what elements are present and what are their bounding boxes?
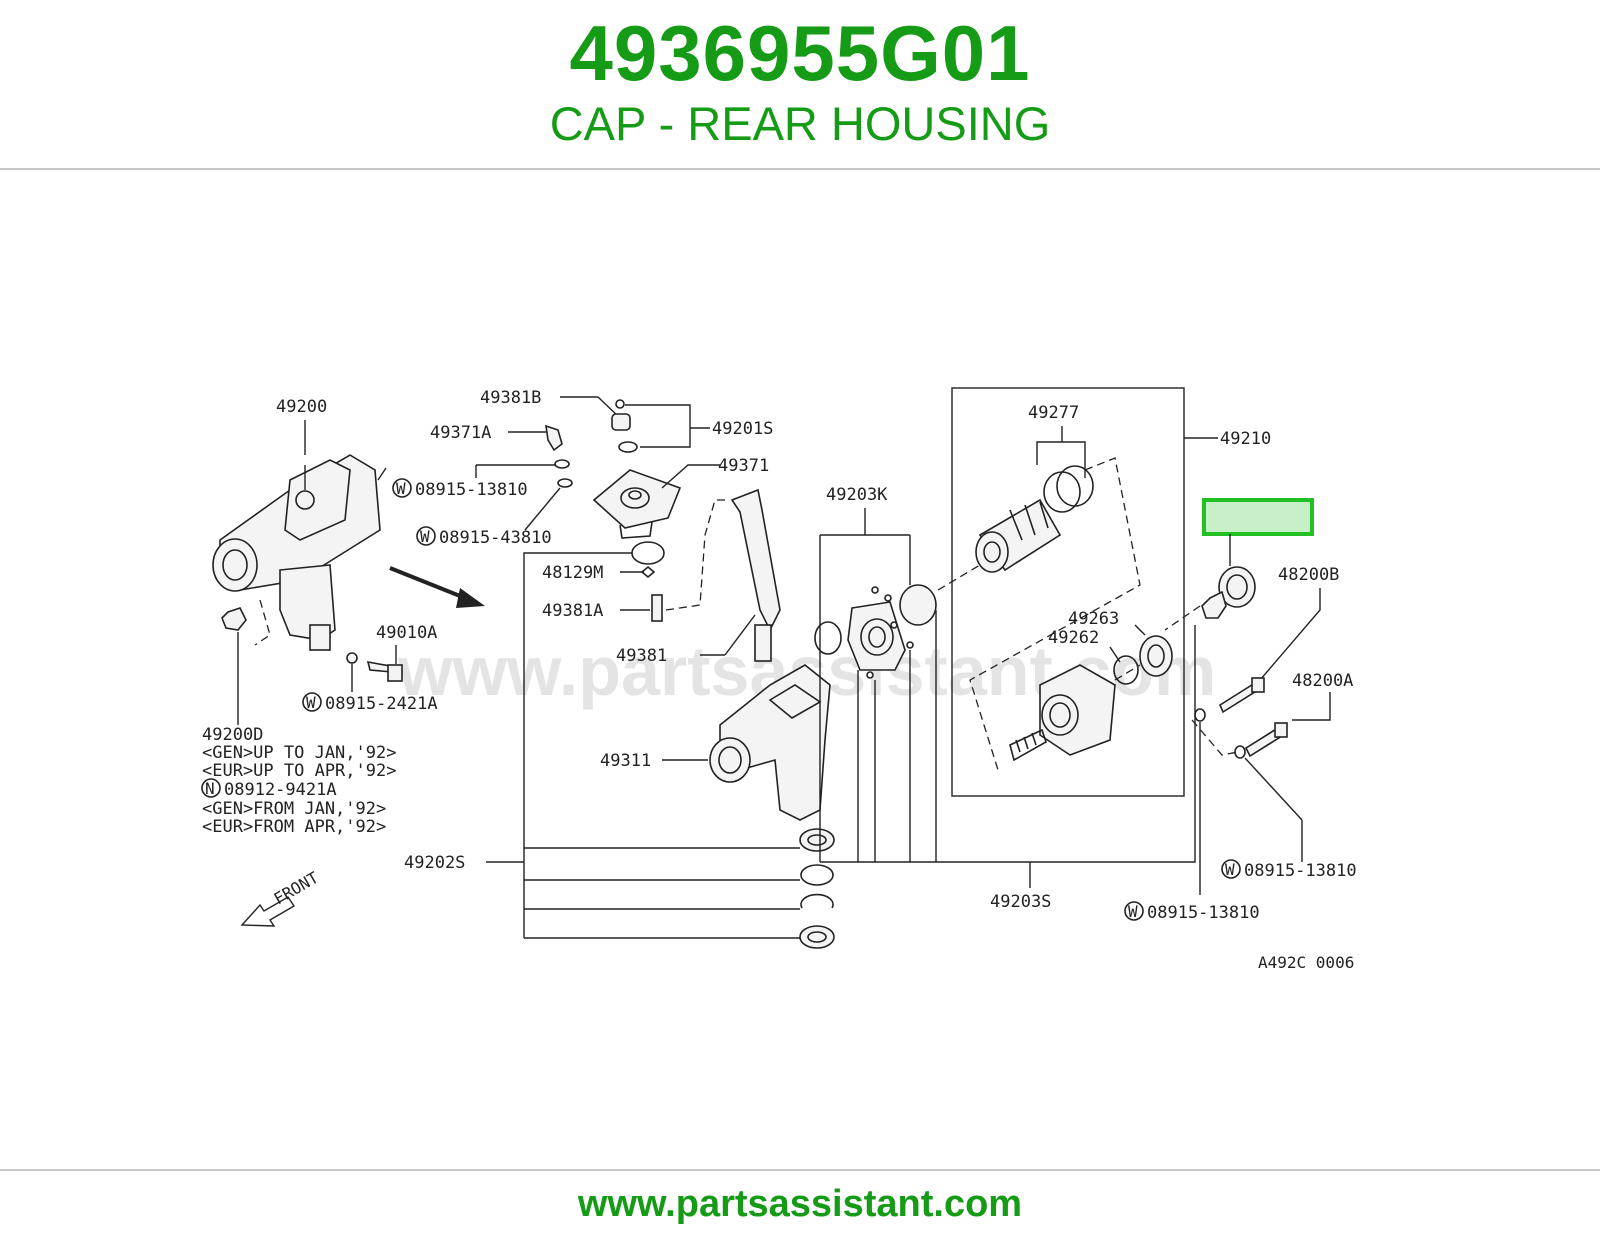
label-49210: 49210: [1220, 429, 1271, 449]
label-49200: 49200: [276, 397, 327, 417]
seal-49263: [1139, 635, 1173, 677]
label-08912-9421a: 08912-9421A: [224, 780, 337, 800]
o-ring-49262: [1113, 655, 1139, 685]
label-eur-from: <EUR>FROM APR,'92>: [202, 817, 386, 837]
seal-1: [799, 828, 835, 852]
w-circle-letter-4: W: [1128, 902, 1138, 921]
label-49371: 49371: [718, 456, 769, 476]
snap-ring: [800, 893, 834, 909]
w-circle-icon: [302, 692, 322, 712]
valve-housing-plate: [847, 601, 906, 671]
label-49203k: 49203K: [826, 485, 888, 505]
part-number: 4936955G01: [569, 9, 1031, 97]
gasket-49203k: [899, 584, 937, 626]
label-49202s: 49202S: [404, 853, 465, 873]
washer-08915-13810-b: [1194, 708, 1206, 722]
label-08915-13810-c: 08915-13810: [1147, 903, 1260, 923]
label-eur-up-to: <EUR>UP TO APR,'92>: [202, 761, 396, 781]
drawing-reference: A492C 0006: [1258, 953, 1354, 972]
w-circle-icon-3: [1221, 859, 1241, 879]
label-49381a: 49381A: [542, 601, 603, 621]
w-circle-icon-1: [392, 478, 412, 498]
sector-shaft-49381: [730, 488, 781, 632]
cap-rear-housing-49457m: [1218, 566, 1256, 608]
footer-url[interactable]: www.partsassistant.com: [577, 1183, 1023, 1225]
label-08915-2421a: 08915-2421A: [325, 694, 438, 714]
header-divider: [0, 168, 1600, 170]
o-ring: [631, 541, 665, 565]
label-49381b: 49381B: [480, 388, 541, 408]
n-circle-letter: N: [205, 779, 215, 798]
seal-ring-49277-b: [1056, 465, 1094, 507]
label-gen-from: <GEN>FROM JAN,'92>: [202, 799, 386, 819]
n-circle-icon: [201, 778, 221, 798]
label-front: FRONT: [271, 868, 323, 909]
label-49263: 49263: [1068, 609, 1119, 629]
steering-gear-assembly-49200: [212, 454, 387, 651]
front-arrow-icon: [240, 896, 295, 927]
seal-2: [800, 864, 834, 886]
locknut: [1201, 590, 1227, 619]
diagram-svg: www.partsassistant.com 49200 49200D <GEN…: [201, 387, 1357, 972]
w-circle-icon-4: [1124, 901, 1144, 921]
w-circle-letter-3: W: [1225, 860, 1235, 879]
label-49371a: 49371A: [430, 423, 491, 443]
assembly-box-49210: [951, 387, 1185, 797]
label-49203s: 49203S: [990, 892, 1051, 912]
nut-49200d: [221, 607, 247, 631]
o-ring-49203k: [814, 621, 842, 655]
w-circle-letter: W: [306, 693, 316, 712]
direction-arrow: [389, 566, 471, 602]
label-49277: 49277: [1028, 403, 1079, 423]
label-08915-13810-b: 08915-13810: [1244, 861, 1357, 881]
footer-divider: [0, 1169, 1600, 1171]
screw-49381a: [651, 594, 663, 622]
w-circle-letter-2: W: [420, 527, 430, 546]
ball-49381b: [615, 399, 625, 409]
washer-08915-2421a: [346, 652, 358, 664]
washer-08915-13810-c: [1234, 745, 1246, 759]
highlight-box-49457m: [1202, 498, 1314, 536]
label-49010a: 49010A: [376, 623, 437, 643]
w-circle-letter-1: W: [396, 479, 406, 498]
washer-48129m: [640, 565, 656, 579]
nipple-49371a: [545, 424, 563, 452]
label-49311: 49311: [600, 751, 651, 771]
label-08915-43810: 08915-43810: [439, 528, 552, 548]
label-49262: 49262: [1048, 628, 1099, 648]
label-48129m: 48129M: [542, 563, 603, 583]
cap-49201s: [611, 413, 631, 431]
exploded-parts-diagram: www.partsassistant.com 49200 49200D <GEN…: [180, 340, 1420, 1010]
label-48200a: 48200A: [1292, 671, 1353, 691]
part-name: CAP - REAR HOUSING: [549, 97, 1051, 150]
label-gen-up-to: <GEN>UP TO JAN,'92>: [202, 743, 396, 763]
washer-08915-43810: [557, 478, 573, 488]
w-circle-icon-2: [416, 526, 436, 546]
label-49200d: 49200D: [202, 725, 263, 745]
header: 4936955G01 CAP - REAR HOUSING: [0, 0, 1600, 168]
label-49201s: 49201S: [712, 419, 773, 439]
label-08915-13810-a: 08915-13810: [415, 480, 528, 500]
seal-4: [799, 925, 835, 949]
label-49381: 49381: [616, 646, 667, 666]
label-48200b: 48200B: [1278, 565, 1339, 585]
